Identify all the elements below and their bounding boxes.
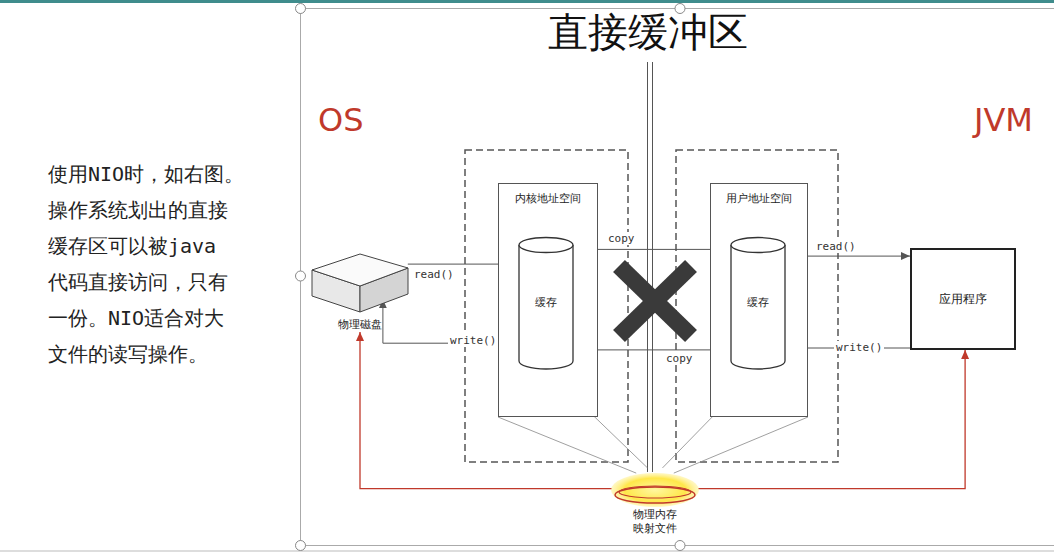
os-label: OS xyxy=(318,100,364,140)
node-heading: 用户地址空间 xyxy=(726,192,792,206)
slide-title: 直接缓冲区 xyxy=(448,8,848,56)
node-text: 缓存 xyxy=(747,296,769,310)
node-text: 应用程序 xyxy=(939,292,987,306)
bottom-rule xyxy=(0,551,1054,552)
ellipse-outline xyxy=(608,468,702,508)
edge-label: read() xyxy=(412,268,456,281)
cylinder-top xyxy=(731,238,785,253)
edge-label: write() xyxy=(834,341,884,354)
top-bar xyxy=(0,0,1054,3)
disk-outline xyxy=(308,250,412,314)
kernel-space-box: 内核地址空间缓存 xyxy=(498,183,598,417)
user-space-box: 用户地址空间缓存 xyxy=(710,183,808,417)
node-heading: 物理内存 映射文件 xyxy=(625,508,685,536)
kernel-dashed-group xyxy=(465,150,628,462)
edge-label: read() xyxy=(814,240,858,253)
connector-arrow xyxy=(498,417,636,473)
explanation-text: 使用NIO时，如右图。 操作系统划出的直接 缓存区可以被java 代码直接访问，… xyxy=(48,156,280,372)
edge-label: copy xyxy=(664,352,695,365)
cylinder-top xyxy=(519,238,573,253)
application-box: 应用程序 xyxy=(910,248,1016,350)
connector-arrow xyxy=(674,417,808,473)
red-ring xyxy=(615,487,695,503)
cache-cylinder: 缓存 xyxy=(729,236,787,370)
edge-label: write() xyxy=(448,334,498,347)
node-heading: 内核地址空间 xyxy=(515,192,581,206)
mapped-memory-ellipse: 物理内存 映射文件 xyxy=(608,462,702,536)
divider-line xyxy=(648,62,653,472)
connector-arrow xyxy=(575,249,729,250)
glow-ellipse xyxy=(611,473,699,507)
cylinder-body xyxy=(519,245,573,369)
edge-label: copy xyxy=(606,232,637,245)
user-dashed-group xyxy=(676,150,838,462)
selection-frame xyxy=(301,9,1054,546)
connector-arrow xyxy=(575,349,729,350)
red-ring xyxy=(619,486,691,498)
node-text: 缓存 xyxy=(535,296,557,310)
cache-cylinder: 缓存 xyxy=(517,236,575,370)
node-heading: 物理磁盘 xyxy=(338,318,382,332)
cross-mark xyxy=(619,266,691,336)
disk-shape: 物理磁盘 xyxy=(308,246,412,332)
jvm-label: JVM xyxy=(974,100,1033,140)
disk-top-face xyxy=(312,254,408,286)
cylinder-body xyxy=(731,245,785,369)
